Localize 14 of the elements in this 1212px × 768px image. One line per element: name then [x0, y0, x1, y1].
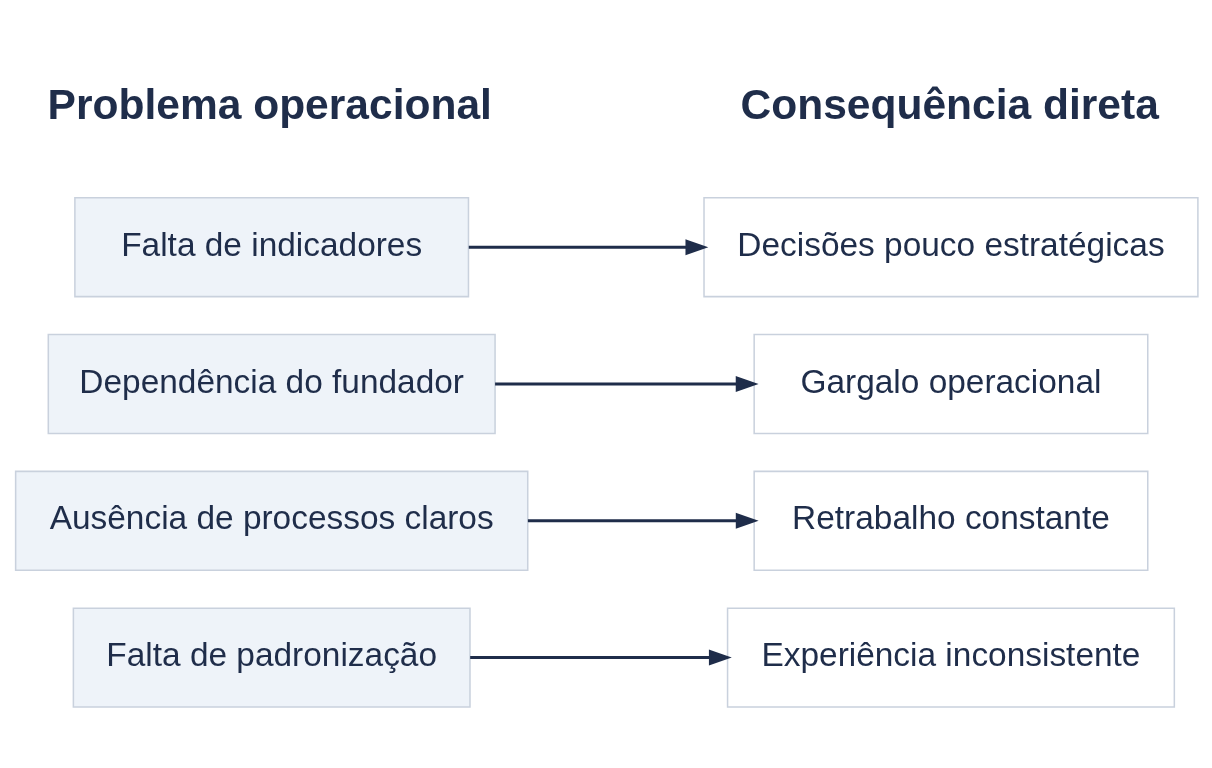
node-box: Dependência do fundador [47, 333, 496, 435]
node-box: Retrabalho constante [753, 470, 1149, 571]
label: Consequência direta [740, 80, 1159, 129]
node-box: Decisões pouco estratégicas [703, 197, 1199, 298]
label: Problema operacional [47, 80, 492, 129]
arrow [468, 239, 709, 256]
node-box: Gargalo operacional [753, 333, 1149, 435]
arrow [527, 512, 759, 529]
arrow [470, 649, 732, 666]
node-box: Ausência de processos claros [14, 470, 529, 571]
node-box: Falta de indicadores [74, 197, 470, 298]
arrow [495, 376, 759, 392]
node-box: Experiência inconsistente [726, 607, 1176, 708]
node-box: Falta de padronização [72, 607, 471, 708]
